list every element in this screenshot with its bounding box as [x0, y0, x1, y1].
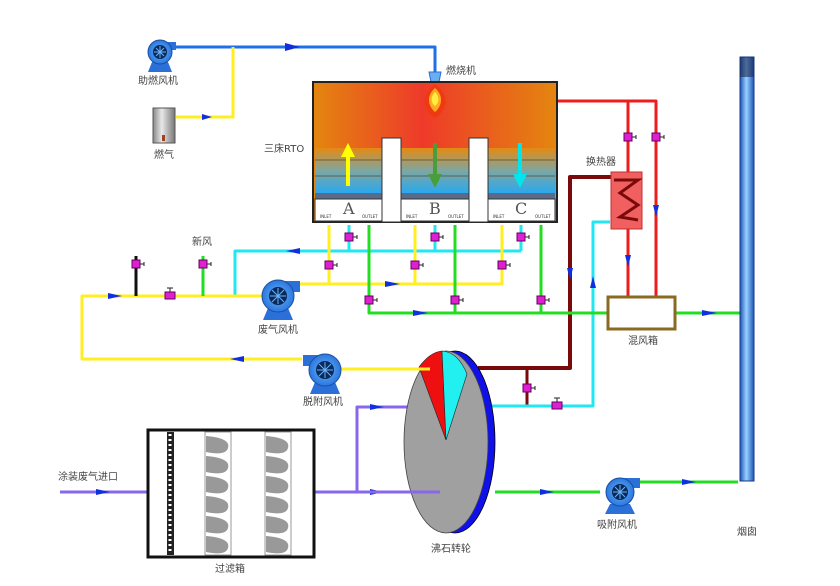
mixing-box-label: 混风箱	[628, 334, 658, 347]
bed-c-label: C	[515, 199, 527, 218]
bed-a-outlet: OUTLET	[362, 214, 378, 219]
mixing-box	[606, 295, 677, 331]
flow-arrow	[285, 43, 300, 51]
valve[interactable]	[623, 132, 637, 142]
valve[interactable]	[516, 232, 530, 242]
valve[interactable]	[551, 397, 563, 410]
rotor-cooling-zone	[441, 350, 468, 441]
bed-c-inlet: INLET	[493, 214, 505, 219]
combustion-fan[interactable]	[147, 39, 176, 72]
valve[interactable]	[410, 260, 424, 270]
valve[interactable]	[430, 232, 444, 242]
flow-arrow	[653, 205, 659, 217]
flow-arrow	[370, 404, 384, 410]
burner-label: 燃烧机	[446, 64, 476, 77]
flow-arrow	[702, 310, 717, 316]
desorption-fan[interactable]	[303, 353, 342, 394]
flow-arrow	[202, 114, 212, 120]
combustion-fan-label: 助燃风机	[138, 74, 178, 87]
flow-arrow	[590, 276, 596, 288]
flow-arrow	[96, 489, 110, 495]
flow-arrow	[108, 293, 122, 299]
valve[interactable]	[164, 287, 176, 300]
pipe-combustion-air	[175, 45, 437, 72]
flow-arrow	[540, 489, 554, 495]
pipe-waste-gas-rto	[290, 225, 504, 286]
flame-icon	[424, 84, 446, 118]
valve[interactable]	[324, 260, 338, 270]
bed-b-outlet: OUTLET	[448, 214, 464, 219]
bed-a-label: A	[342, 199, 355, 218]
valve[interactable]	[198, 259, 212, 269]
bed-b-inlet: INLET	[406, 214, 418, 219]
zeolite-rotor	[403, 350, 496, 534]
bed-c-outlet: OUTLET	[535, 214, 551, 219]
adsorption-fan[interactable]	[605, 477, 640, 514]
bed-b-label: B	[429, 199, 441, 218]
bed-c-arrow-down	[513, 143, 527, 188]
valve[interactable]	[497, 260, 511, 270]
adsorption-fan-label: 吸附风机	[597, 518, 637, 531]
exhaust-fan[interactable]	[261, 279, 300, 320]
pipe-fuel-gas	[176, 47, 235, 119]
fresh-air-label: 新风	[192, 235, 212, 248]
valves[interactable]	[131, 132, 665, 410]
flow-arrow	[230, 356, 244, 362]
chimney	[739, 56, 755, 482]
valve[interactable]	[651, 132, 665, 142]
flow-arrow	[682, 479, 696, 485]
paint-inlet-label: 涂装废气进口	[58, 470, 118, 483]
rto-unit: 燃烧机	[312, 64, 558, 223]
desorption-fan-label: 脱附风机	[303, 395, 343, 408]
valve[interactable]	[522, 383, 536, 393]
flow-arrow	[625, 255, 631, 267]
flow-arrow	[567, 268, 573, 280]
valve[interactable]	[450, 295, 464, 305]
flow-arrow	[286, 248, 300, 254]
chimney-label: 烟囱	[737, 525, 757, 538]
zeolite-rotor-label: 沸石转轮	[431, 542, 471, 555]
valve[interactable]	[131, 259, 145, 269]
flow-arrow	[385, 281, 400, 287]
fuel-gas-label: 燃气	[154, 148, 174, 161]
valve[interactable]	[364, 295, 378, 305]
flow-arrow	[413, 310, 428, 316]
valve[interactable]	[536, 295, 550, 305]
burner-nozzle	[428, 71, 442, 83]
fuel-gas-tank	[152, 107, 176, 144]
rto-label: 三床RTO	[264, 142, 304, 155]
heat-exchanger	[610, 171, 643, 230]
filter-box-label: 过滤箱	[215, 562, 245, 575]
bed-b-arrow-down	[428, 143, 442, 188]
heat-exchanger-label: 换热器	[586, 155, 616, 168]
bed-a-inlet: INLET	[320, 214, 332, 219]
exhaust-fan-label: 废气风机	[258, 323, 298, 336]
filter-box	[146, 428, 316, 559]
pipe-hot-gas	[557, 99, 658, 296]
valve[interactable]	[344, 232, 358, 242]
bed-a-arrow-up	[341, 143, 355, 186]
